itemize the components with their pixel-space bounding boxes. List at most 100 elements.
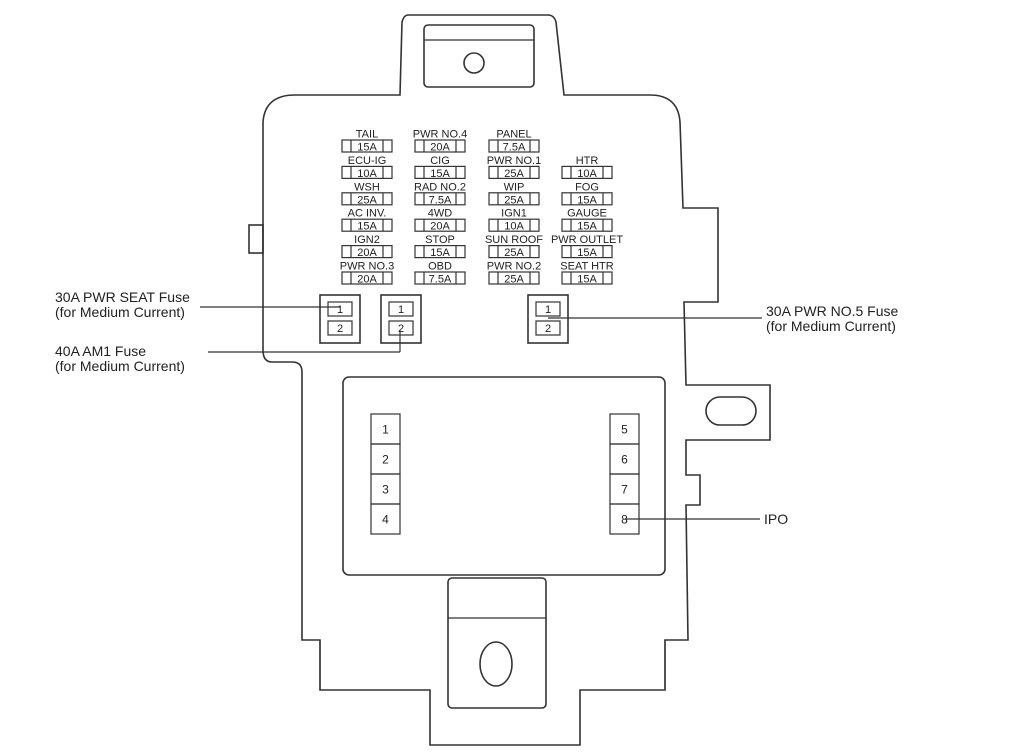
fuse-body — [341, 245, 393, 259]
fuse-holder-slot — [535, 320, 561, 336]
fuse-amperage: 20A — [430, 142, 450, 154]
fuse-amperage: 15A — [577, 221, 597, 233]
relay-number: 8 — [621, 513, 628, 527]
callout-pwr-no5-line2: (for Medium Current) — [766, 318, 896, 334]
fuse-amperage: 15A — [577, 194, 597, 206]
relay-number: 4 — [382, 513, 389, 527]
fuse-amperage: 7.5A — [503, 142, 526, 154]
fuse-body — [414, 192, 466, 206]
top-latch — [423, 24, 535, 88]
fuse-box-housing — [262, 14, 771, 746]
fuse-name: PWR NO.3 — [340, 261, 394, 273]
fuse-amperage: 10A — [357, 168, 377, 180]
fuse-holder-slot — [327, 320, 353, 336]
fuse-amperage: 7.5A — [429, 194, 452, 206]
fuse-body — [414, 139, 466, 153]
relay-terminal: 7 — [609, 473, 640, 505]
fuse-amperage: 10A — [504, 221, 524, 233]
relay-cell — [370, 503, 401, 535]
fuse-amperage: 25A — [504, 194, 524, 206]
slot-number: 2 — [398, 323, 404, 335]
fuse-name: GAUGE — [567, 208, 607, 220]
fuse-name: PWR OUTLET — [551, 234, 623, 246]
fuse-amperage: 10A — [577, 168, 597, 180]
fuse-holder-slot — [388, 320, 414, 336]
callout-pwr-seat-line1: 30A PWR SEAT Fuse — [55, 289, 190, 305]
fuse-name: TAIL — [356, 129, 378, 141]
callout-pwr-seat-line2: (for Medium Current) — [55, 304, 185, 320]
fuse-body — [561, 271, 613, 285]
fuse-name: FOG — [575, 181, 599, 193]
fuse-amperage: 7.5A — [429, 274, 452, 286]
pwr-seat-fuse-holder: 12 — [319, 294, 361, 344]
fuse-body — [341, 165, 393, 179]
relay-number: 6 — [621, 453, 628, 467]
fuse-body — [341, 192, 393, 206]
fuse-body — [561, 245, 613, 259]
fuse-amperage: 15A — [357, 221, 377, 233]
relay-number: 1 — [382, 423, 389, 437]
top-latch-hole — [463, 52, 485, 74]
bottom-latch-hole — [479, 641, 513, 687]
fuse-body — [561, 218, 613, 232]
slot-number: 1 — [398, 304, 404, 316]
fuse-name: SUN ROOF — [485, 234, 543, 246]
fuse-body — [488, 192, 540, 206]
left-clip — [248, 224, 264, 254]
relay-number: 2 — [382, 453, 389, 467]
fuse-body — [488, 245, 540, 259]
fuse-amperage: 25A — [504, 168, 524, 180]
relay-number: 3 — [382, 483, 389, 497]
fuse-amperage: 25A — [357, 194, 377, 206]
fuse-name: WSH — [354, 181, 380, 193]
relay-number: 7 — [621, 483, 628, 497]
fuse-body — [341, 139, 393, 153]
fuse-name: PWR NO.2 — [487, 261, 541, 273]
fuse-holder-slot — [327, 301, 353, 317]
fuse-body — [414, 271, 466, 285]
relay-terminal: 6 — [609, 443, 640, 475]
slot-number: 1 — [337, 304, 343, 316]
callout-pwr-no5-line1: 30A PWR NO.5 Fuse — [766, 303, 898, 319]
relay-terminal: 1 — [370, 413, 401, 445]
fuse-holder-frame — [380, 294, 422, 344]
fuse-body — [488, 271, 540, 285]
slot-number: 2 — [337, 323, 343, 335]
fuse-name: WIP — [504, 181, 525, 193]
fuse-name: 4WD — [428, 208, 453, 220]
fuse-name: AC INV. — [348, 208, 387, 220]
relay-terminal: 3 — [370, 473, 401, 505]
fuse: RAD NO.27.5A — [414, 181, 466, 206]
fuse-amperage: 25A — [504, 274, 524, 286]
fuse-body — [341, 271, 393, 285]
fuse-name: OBD — [428, 261, 452, 273]
fuse-name: ECU-IG — [348, 155, 387, 167]
bottom-latch — [447, 577, 547, 709]
fuse-body — [488, 218, 540, 232]
callout-ipo: IPO — [764, 511, 788, 527]
fuse-amperage: 25A — [504, 247, 524, 259]
fuse-body — [561, 192, 613, 206]
slot-number: 2 — [545, 323, 551, 335]
fuse-amperage: 15A — [577, 274, 597, 286]
fuse-name: IGN2 — [354, 234, 380, 246]
fuse-name: PWR NO.1 — [487, 155, 541, 167]
fuse-holder-slot — [535, 301, 561, 317]
fuse-name: HTR — [576, 155, 599, 167]
callout-am1-line1: 40A AM1 Fuse — [55, 343, 146, 359]
slot-number: 1 — [545, 304, 551, 316]
